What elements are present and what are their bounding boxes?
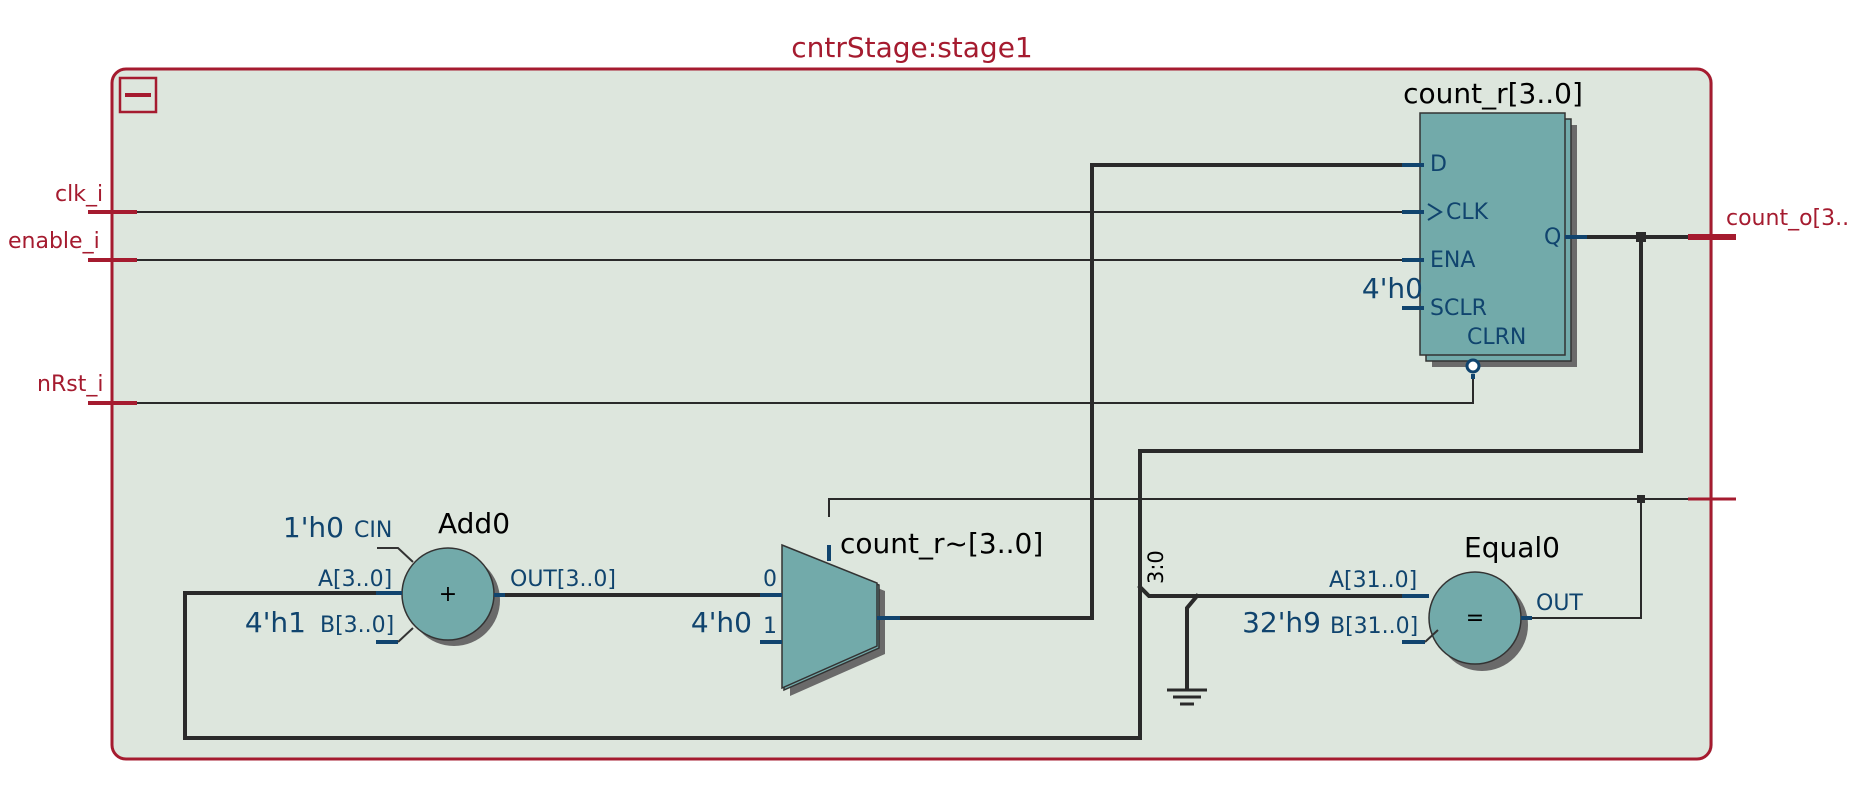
wire-to-ground [1185,593,1200,690]
pin-out: OUT[3..0] [510,567,616,592]
pin-a: A[31..0] [1329,568,1417,593]
pin-b: B[3..0] [320,613,394,638]
clock-edge-icon [1427,203,1443,221]
junction-dot [1636,232,1646,242]
wire-nrst [134,374,1474,404]
wire-feedback-bus [183,235,1643,740]
port-nrst-i[interactable]: nRst_i [37,372,137,405]
adder-name: Add0 [438,507,510,540]
register-count-r[interactable]: count_r[3..0] D CLK ENA SCLR CLRN Q 4'h0 [1362,77,1587,379]
register-name: count_r[3..0] [1403,77,1583,110]
pin-ena: ENA [1430,248,1475,273]
inversion-bubble-icon [1465,358,1481,374]
port-enable-i[interactable]: enable_i [8,229,137,262]
port-clk-i[interactable]: clk_i [55,182,137,214]
port-label: enable_i [8,229,100,254]
ground-icon [1167,688,1207,706]
cin-constant: 1'h0 [283,511,344,544]
comparator-name: Equal0 [1464,531,1560,564]
pin-clrn: CLRN [1467,325,1526,350]
port-label: count_o[3.. [1726,206,1849,231]
port-label: clk_i [55,182,103,207]
wire-bus-tap [1137,584,1404,598]
comparator-symbol: = [1466,606,1484,631]
module-frame [110,67,1713,761]
pin-d: D [1430,152,1447,177]
b-constant: 4'h1 [245,606,306,639]
mux-count-r[interactable]: count_r~[3..0] 0 1 4'h0 [691,527,1043,696]
pin-a: A[3..0] [318,567,392,592]
sclr-constant: 4'h0 [1362,272,1423,305]
pin-out: OUT [1536,591,1583,616]
mux-name: count_r~[3..0] [840,527,1043,560]
port-label: nRst_i [37,372,103,397]
minus-box-icon[interactable] [118,76,158,114]
pin-0: 0 [763,567,777,592]
bus-tap-label: 3:0 [1144,550,1168,584]
module-title: cntrStage:stage1 [791,31,1033,64]
b-constant: 32'h9 [1242,606,1321,639]
pin-clk: CLK [1446,200,1489,225]
pin-cin: CIN [354,518,392,543]
port-count-o[interactable]: count_o[3.. [1688,206,1849,240]
adder-symbol: + [439,582,457,607]
comparator-equal0[interactable]: = Equal0 A[31..0] B[31..0] OUT 32'h9 [1242,531,1583,671]
junction-dot [1637,495,1645,503]
pin-1: 1 [763,614,777,639]
pin-sclr: SCLR [1430,296,1487,321]
wire-mux-to-d [888,163,1407,620]
register-body [1419,112,1566,356]
adder-add0[interactable]: + Add0 CIN A[3..0] B[3..0] OUT[3..0] 1'h… [245,507,616,646]
in1-constant: 4'h0 [691,606,752,639]
pin-b: B[31..0] [1330,614,1418,639]
pin-q: Q [1544,225,1561,250]
